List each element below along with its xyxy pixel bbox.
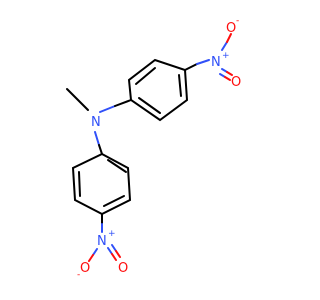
lower-nitro-oxygen-single-label: O — [80, 261, 90, 276]
molecule-diagram: N N + O - O N + O - O — [66, 16, 241, 280]
upper-nitro-n-o-bond-b — [226, 33, 232, 43]
n-to-lower-ring-bond-a — [94, 131, 100, 146]
upper-nitro-n-o-double-b1 — [226, 71, 233, 76]
upper-ring-to-nitro-bond-a — [184, 63, 198, 71]
upper-nitro-nitrogen-label: N — [211, 55, 221, 70]
upper-nitro-n-o-bond-a — [221, 41, 228, 51]
n-to-upper-ring-bond-b — [114, 99, 132, 107]
lower-nitro-nitrogen-charge: + — [108, 229, 116, 239]
n-to-lower-ring-bond-b — [98, 144, 103, 155]
upper-nitro-nitrogen-charge: + — [222, 51, 230, 61]
upper-benzene-ring — [127, 58, 189, 122]
upper-nitro-n-o-double-b2 — [224, 76, 231, 81]
upper-nitro-oxygen-single-label: O — [226, 21, 236, 36]
lower-benzene-ring — [71, 152, 132, 216]
lower-nitro-oxygen-double-label: O — [118, 261, 128, 276]
central-nitrogen-label: N — [91, 115, 101, 130]
lower-nitro-n-o-bond-a — [92, 248, 98, 256]
upper-nitro-oxygen-single-charge: - — [236, 16, 239, 26]
lower-nitro-n-o-double-b2 — [115, 250, 121, 258]
lower-nitro-nitrogen-label: N — [97, 234, 107, 249]
n-to-upper-ring-bond-a — [99, 105, 116, 113]
lower-nitro-n-o-double-a2 — [111, 244, 117, 252]
upper-nitro-oxygen-double-label: O — [231, 75, 241, 90]
lower-nitro-n-o-double-a1 — [107, 247, 113, 255]
lower-nitro-n-o-bond-b — [88, 254, 94, 262]
upper-ring-to-nitro-bond-b — [196, 59, 210, 65]
methyl-bond — [66, 88, 89, 111]
lower-nitro-oxygen-single-charge: - — [77, 270, 80, 280]
lower-nitro-n-o-double-b1 — [111, 253, 117, 261]
